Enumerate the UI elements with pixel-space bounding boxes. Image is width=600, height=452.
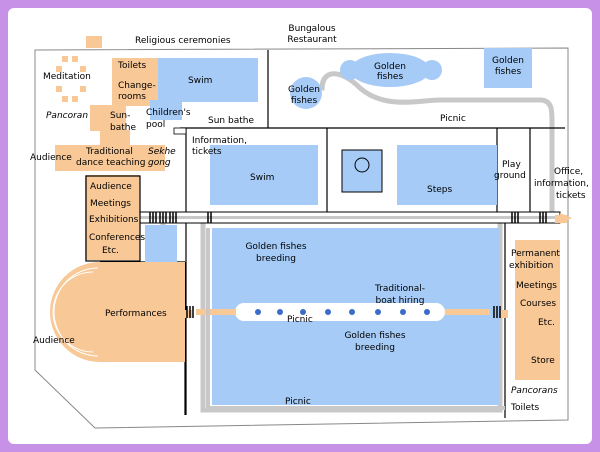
label-golden-fishes-center-1: Golden [288,85,320,95]
label-information-1: Information, [192,136,247,146]
label-traditional-dance-2: dance teaching [76,158,146,168]
label-boat-2: boat hiring [375,296,425,306]
meditation-pattern [56,56,86,102]
label-permanent-2: exhibition [509,261,554,271]
label-audience-bottom: Audience [33,336,75,346]
label-golden-fishes-ne-1: Golden [492,56,524,66]
label-sekhe: Sekhe [148,147,176,157]
label-sun-bathe-b: Sun bathe [208,116,254,126]
label-traditional-dance-1: Traditional [86,147,133,157]
label-breeding-bottom-2: breeding [355,343,395,353]
label-restaurant: Restaurant [287,35,337,45]
bridges [186,306,501,318]
label-boat-1: Traditional- [374,284,426,294]
label-golden-fishes-center-2: fishes [290,96,318,106]
boat-island [235,303,445,321]
label-golden-fishes-ne-2: fishes [494,67,522,77]
label-permanent-1: Permanent [511,249,560,259]
label-bungalous: Bungalous [288,24,336,34]
label-golden-fishes-top-1: Golden [374,62,406,72]
label-breeding-top-1: Golden fishes [245,242,307,252]
label-sun-bathe-a-2: bathe [110,123,136,133]
arrow-top-left [86,36,102,48]
label-steps: Steps [427,185,453,195]
label-toilets-right: Toilets [511,403,540,413]
label-picnic-bottom: Picnic [285,397,311,407]
label-sun-bathe-a-1: Sun- [110,111,131,121]
label-performances: Performances [105,309,167,319]
label-childrens-pool-1: Children's [146,108,191,118]
label-play-2: ground [494,171,526,181]
label-picnic-top: Picnic [440,114,466,124]
label-store: Store [531,356,555,366]
label-breeding-bottom-1: Golden fishes [344,331,406,341]
label-toilets-top: Toilets [118,61,147,71]
pool-bridge [173,127,187,135]
label-gong: gong [148,158,171,168]
label-pancorans-right: Pancorans [511,386,558,396]
label-courses-right: Courses [520,299,557,309]
label-audience-left: Audience [30,153,72,163]
label-breeding-top-2: breeding [256,254,296,264]
label-picnic-mid: Picnic [287,315,313,325]
label-meetings-right: Meetings [516,281,557,291]
label-meetings-box: Meetings [90,199,131,209]
label-office-3: tickets [556,191,586,201]
label-conferences-box: Conferences [89,233,146,243]
label-office-1: Office, [554,167,584,177]
label-etc-box: Etc. [102,246,120,256]
label-information-2: tickets [192,147,222,157]
label-meditation: Meditation [43,72,91,82]
label-etc-right: Etc. [538,318,556,328]
main-walkway [139,211,561,224]
label-rooms: rooms [118,92,146,102]
label-swim-mid: Swim [250,173,275,183]
label-childrens-pool-2: pool [146,120,166,130]
label-exhibitions-box: Exhibitions [89,215,139,225]
label-play-1: Play [502,160,521,170]
bleachers [52,267,99,357]
label-religious-ceremonies: Religious ceremonies [135,36,231,46]
label-golden-fishes-top-2: fishes [376,72,404,82]
arrow-right [560,213,572,224]
audience-box [85,175,141,262]
label-swim-top: Swim [188,76,213,86]
label-pancoran-left: Pancoran [46,111,89,121]
label-audience-box: Audience [90,182,132,192]
label-office-2: information, [534,179,589,189]
label-change: Change- [118,81,156,91]
